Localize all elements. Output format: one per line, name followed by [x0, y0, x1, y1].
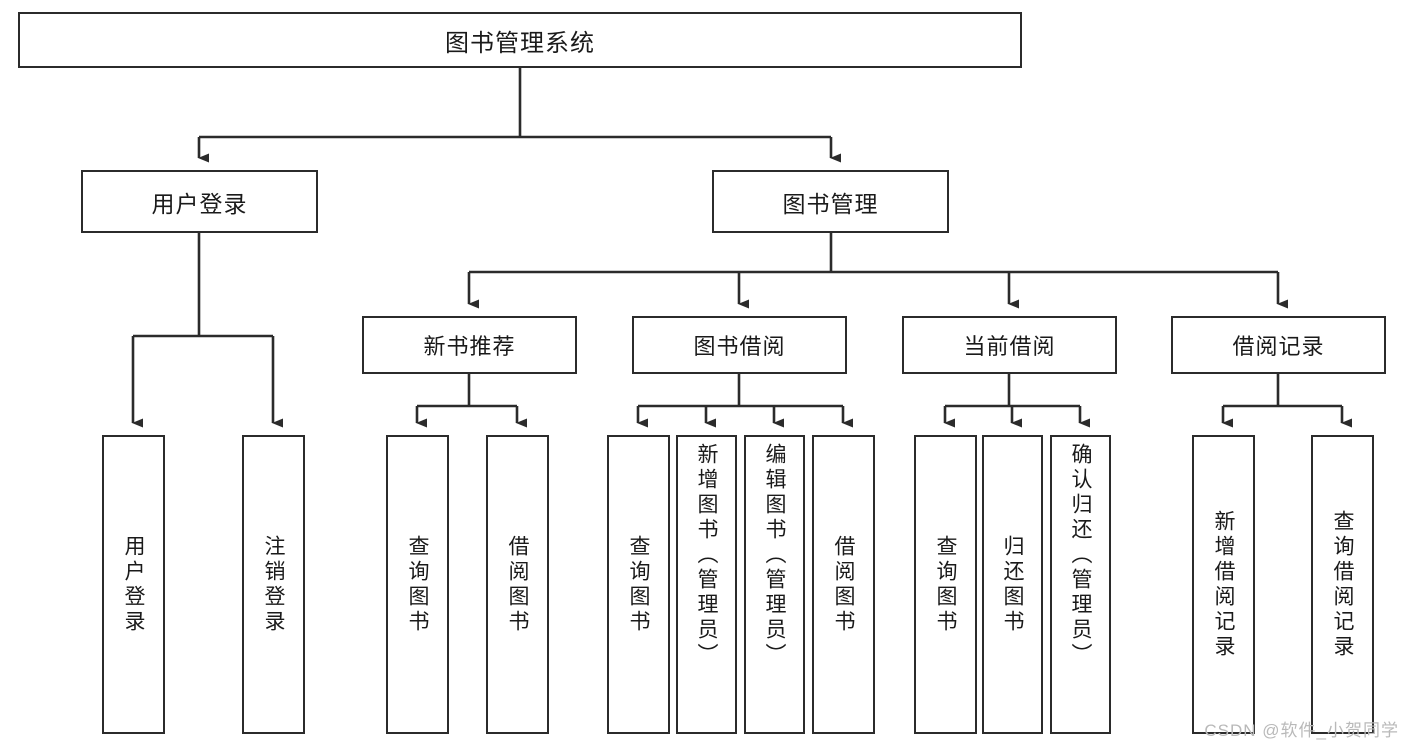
- leaf-query-borrow-record[interactable]: 查询借阅记录: [1311, 435, 1374, 734]
- node-label: 确认归还（管理员）: [1069, 443, 1092, 668]
- leaf-confirm-return-admin[interactable]: 确认归还（管理员）: [1050, 435, 1111, 734]
- node-new-book-recommend[interactable]: 新书推荐: [362, 316, 577, 374]
- leaf-add-book-admin[interactable]: 新增图书（管理员）: [676, 435, 737, 734]
- node-label: 注销登录: [262, 534, 285, 635]
- leaf-user-login[interactable]: 用户登录: [102, 435, 165, 734]
- node-book-management[interactable]: 图书管理: [712, 170, 949, 233]
- watermark-csdn: CSDN @软件_小贺同学: [1204, 721, 1399, 740]
- node-label: 借阅图书: [506, 534, 529, 635]
- node-current-borrow[interactable]: 当前借阅: [902, 316, 1117, 374]
- node-label: 用户登录: [151, 190, 248, 217]
- node-label: 编辑图书（管理员）: [763, 443, 786, 668]
- leaf-edit-book-admin[interactable]: 编辑图书（管理员）: [744, 435, 805, 734]
- node-label: 查询图书: [627, 534, 650, 635]
- leaf-query-book-recommend[interactable]: 查询图书: [386, 435, 449, 734]
- leaf-add-borrow-record[interactable]: 新增借阅记录: [1192, 435, 1255, 734]
- node-label: 新增借阅记录: [1212, 509, 1235, 660]
- node-label: 用户登录: [122, 534, 145, 635]
- node-label: 新书推荐: [423, 334, 516, 359]
- leaf-query-book-borrow[interactable]: 查询图书: [607, 435, 670, 734]
- leaf-borrow-book-recommend[interactable]: 借阅图书: [486, 435, 549, 734]
- node-label: 查询图书: [934, 534, 957, 635]
- node-label: 查询借阅记录: [1331, 509, 1354, 660]
- node-borrow-record[interactable]: 借阅记录: [1171, 316, 1386, 374]
- node-label: 新增图书（管理员）: [695, 443, 718, 668]
- node-user-login[interactable]: 用户登录: [81, 170, 318, 233]
- leaf-return-book[interactable]: 归还图书: [982, 435, 1043, 734]
- node-label: 查询图书: [406, 534, 429, 635]
- node-label: 借阅记录: [1232, 334, 1325, 359]
- node-root-book-management-system[interactable]: 图书管理系统: [18, 12, 1022, 68]
- leaf-logout-login[interactable]: 注销登录: [242, 435, 305, 734]
- node-label: 图书管理: [782, 190, 879, 217]
- node-label: 图书借阅: [693, 334, 786, 359]
- node-label: 归还图书: [1001, 534, 1024, 635]
- node-label: 当前借阅: [963, 334, 1056, 359]
- node-label: 图书管理系统: [445, 29, 595, 57]
- leaf-borrow-book[interactable]: 借阅图书: [812, 435, 875, 734]
- node-label: 借阅图书: [832, 534, 855, 635]
- leaf-query-book-current[interactable]: 查询图书: [914, 435, 977, 734]
- node-book-borrow[interactable]: 图书借阅: [632, 316, 847, 374]
